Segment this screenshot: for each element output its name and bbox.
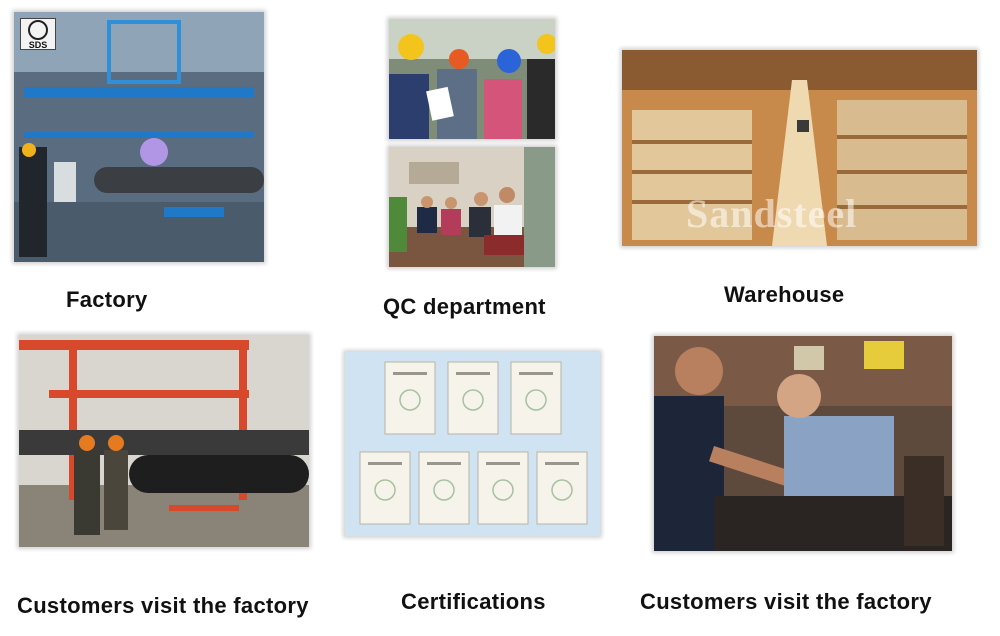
qc-meeting-scene [389, 147, 555, 267]
customers-visit-photo-2 [654, 336, 952, 551]
certificates-board [345, 352, 600, 536]
caption-certifications: Certifications [401, 589, 546, 614]
certifications-photo [345, 352, 600, 536]
sds-logo: SDS [20, 18, 56, 50]
inspection-visit-scene [654, 336, 952, 551]
factory-photo: SDS [14, 12, 264, 262]
factory-scene [14, 12, 264, 262]
warehouse-scene [622, 50, 977, 246]
caption-factory: Factory [66, 287, 148, 312]
caption-customers-visit-2: Customers visit the factory [640, 589, 932, 614]
caption-qc-department: QC department [383, 294, 546, 319]
caption-warehouse: Warehouse [724, 282, 845, 307]
qc-photo-top [389, 19, 555, 139]
sandsteel-watermark: Sandsteel [686, 191, 858, 236]
qc-photo-bottom [389, 147, 555, 267]
caption-customers-visit-1: Customers visit the factory [17, 593, 309, 618]
qc-inspection-scene [389, 19, 555, 139]
pipe-yard-scene [19, 335, 309, 547]
customers-visit-photo-1 [19, 335, 309, 547]
logo-text: SDS [28, 40, 48, 50]
warehouse-photo: Sandsteel [622, 50, 977, 246]
logo-ring-icon [28, 20, 48, 40]
